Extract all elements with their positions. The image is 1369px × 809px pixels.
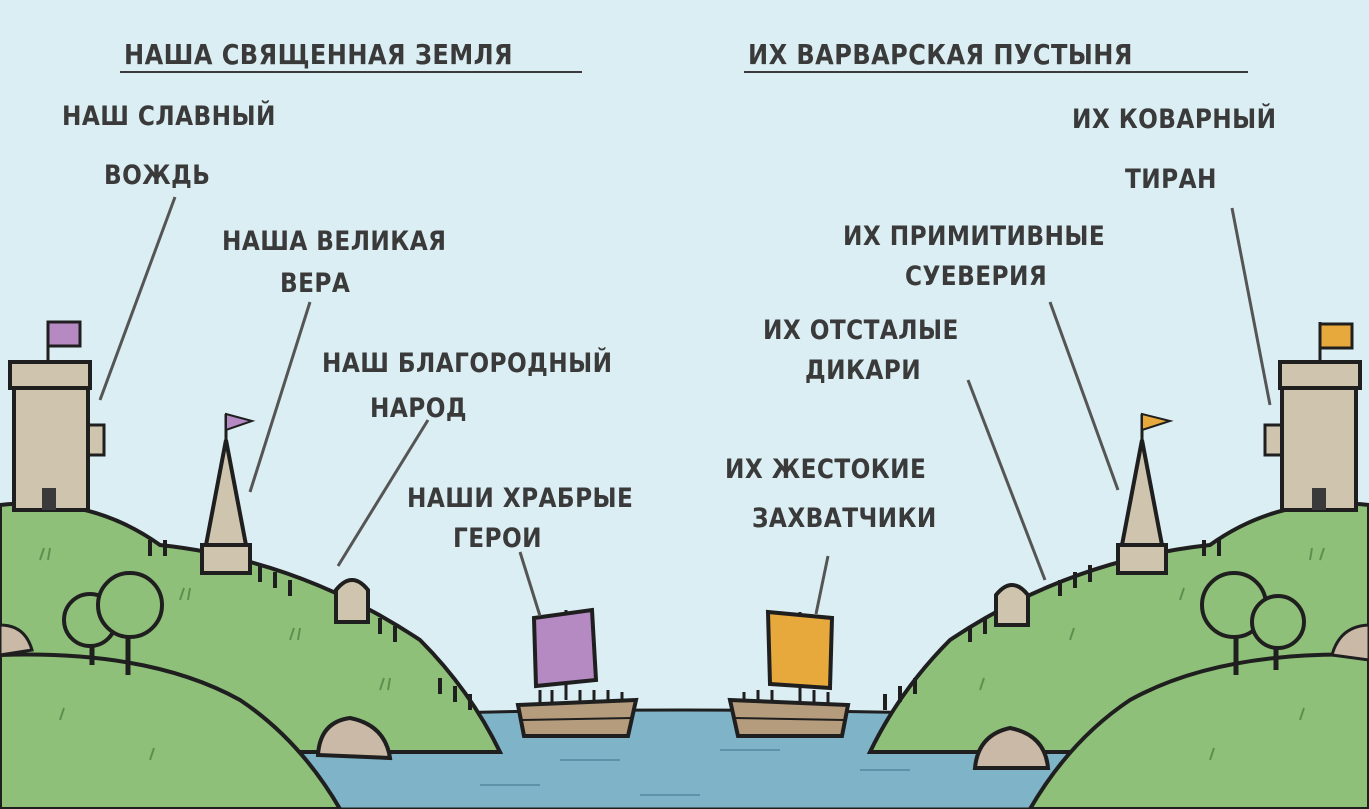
right-leader-label-line2: ТИРАН [1125,164,1217,195]
right-people-label-line1: ИХ ОТСТАЛЫЕ [763,315,959,346]
left-castle-tower [8,320,106,512]
right-rock [972,725,1051,770]
left-faith-label-line2: ВЕРА [280,268,351,299]
right-leader-label-line1: ИХ КОВАРНЫЙ [1072,104,1277,135]
right-heroes-label-line1: ИХ ЖЕСТОКИЕ [725,454,927,485]
left-leader-label-line1: НАШ СЛАВНЫЙ [62,101,276,132]
right-people-label-line2: ДИКАРИ [805,355,922,386]
left-hut [334,578,370,624]
right-spire [1116,412,1174,575]
left-heading-underline [120,71,582,73]
grass-tufts [39,547,1325,761]
left-leader-label-line2: ВОЖДЬ [104,160,211,191]
left-heading: НАША СВЯЩЕННАЯ ЗЕМЛЯ [124,38,514,71]
left-edge-rock [0,623,34,657]
right-front-hill [1027,652,1369,809]
left-fence [148,540,472,710]
left-people-label-line2: НАРОД [370,393,467,424]
right-heading: ИХ ВАРВАРСКАЯ ПУСТЫНЯ [748,38,1133,71]
right-trees [1200,571,1306,675]
left-sail [531,607,599,689]
left-flag [46,320,82,348]
right-hut [994,583,1030,627]
right-sail [765,609,835,691]
right-faith-label-line2: СУЕВЕРИЯ [905,261,1048,292]
left-people-label-line1: НАШ БЛАГОРОДНЫЙ [322,348,613,379]
left-faith-label-line1: НАША ВЕЛИКАЯ [222,226,447,257]
left-heroes-label-line1: НАШИ ХРАБРЫЕ [407,483,634,514]
right-faith-label-line1: ИХ ПРИМИТИВНЫЕ [843,221,1106,252]
right-ship [727,609,851,738]
right-heroes-label-line2: ЗАХВАТЧИКИ [752,503,937,534]
left-rock [315,715,393,761]
left-front-hill [0,652,343,809]
right-castle-tower [1263,322,1362,512]
right-heading-underline [744,71,1248,73]
left-trees [62,571,164,675]
right-fence [883,540,1221,710]
left-heroes-label-line2: ГЕРОИ [453,523,543,554]
right-flag [1318,322,1354,350]
left-spire [200,412,256,575]
left-ship [515,607,639,738]
pointer-lines [98,196,1272,617]
